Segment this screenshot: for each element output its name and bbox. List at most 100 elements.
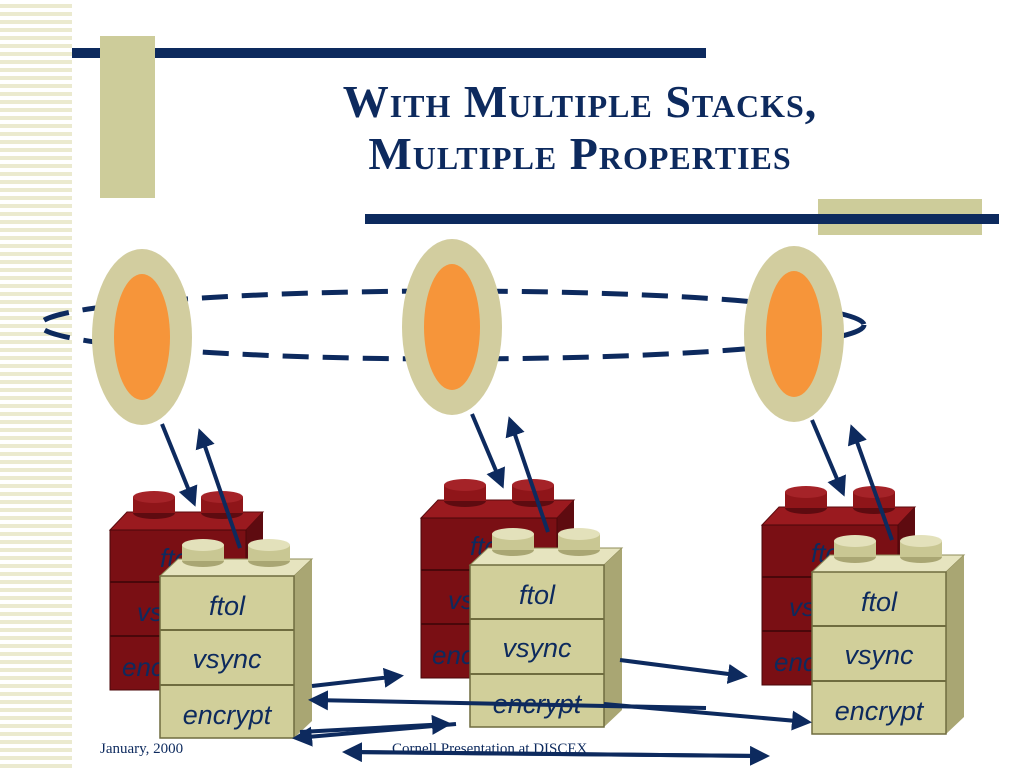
layer-label-vsync: vsync	[192, 644, 262, 674]
title-bottom-rule	[365, 214, 999, 224]
stripe	[0, 556, 72, 560]
slide-title-line-2: Multiple Properties	[368, 128, 792, 179]
stripe	[0, 220, 72, 224]
stripe	[0, 308, 72, 312]
stripe	[0, 124, 72, 128]
stripe	[0, 596, 72, 600]
stripe	[0, 300, 72, 304]
layer-label-ftol: ftol	[209, 591, 246, 621]
stripe	[0, 12, 72, 16]
stripe	[0, 612, 72, 616]
stripe	[0, 652, 72, 656]
stripe	[0, 364, 72, 368]
stripe	[0, 164, 72, 168]
stripe	[0, 356, 72, 360]
stripe	[0, 444, 72, 448]
left-stripe-band	[0, 4, 72, 768]
stripe	[0, 268, 72, 272]
stripe	[0, 244, 72, 248]
stripe	[0, 700, 72, 704]
stripe	[0, 724, 72, 728]
stripe	[0, 396, 72, 400]
stripe	[0, 532, 72, 536]
stripe	[0, 620, 72, 624]
stripe	[0, 228, 72, 232]
stripe	[0, 484, 72, 488]
slide-title: With Multiple Stacks, Multiple Propertie…	[190, 76, 970, 180]
stripe	[0, 4, 72, 8]
stripe	[0, 92, 72, 96]
stripe	[0, 52, 72, 56]
layer-label-vsync: vsync	[844, 640, 914, 670]
stripe	[0, 540, 72, 544]
stripe	[0, 276, 72, 280]
process-oval	[92, 249, 192, 425]
stripe	[0, 132, 72, 136]
layer-label-encrypt: encrypt	[835, 696, 925, 726]
stripe	[0, 76, 72, 80]
stripe	[0, 100, 72, 104]
stripe	[0, 756, 72, 760]
stripe	[0, 692, 72, 696]
stripe	[0, 492, 72, 496]
stripe	[0, 452, 72, 456]
stripe	[0, 188, 72, 192]
stripe	[0, 252, 72, 256]
stripe	[0, 28, 72, 32]
title-accent-block-left	[100, 36, 155, 198]
stripe	[0, 340, 72, 344]
stripe	[0, 116, 72, 120]
stripe	[0, 324, 72, 328]
stripe	[0, 628, 72, 632]
stripe	[0, 460, 72, 464]
stripe	[0, 740, 72, 744]
stripe	[0, 348, 72, 352]
stripe	[0, 604, 72, 608]
stripe	[0, 44, 72, 48]
stripe	[0, 420, 72, 424]
stripe	[0, 636, 72, 640]
slide-title-line-1: With Multiple Stacks,	[342, 76, 818, 127]
stripe	[0, 180, 72, 184]
process-oval	[402, 239, 502, 415]
layer-label-vsync: vsync	[502, 633, 572, 663]
stripe	[0, 156, 72, 160]
stripe	[0, 516, 72, 520]
stripe	[0, 212, 72, 216]
stripe	[0, 20, 72, 24]
stripe	[0, 284, 72, 288]
stripe	[0, 508, 72, 512]
layer-label-ftol: ftol	[861, 587, 898, 617]
process-oval	[744, 246, 844, 422]
stripe	[0, 148, 72, 152]
stripe	[0, 580, 72, 584]
front-stack-2: ftol vsync encrypt	[468, 528, 624, 728]
stripe	[0, 68, 72, 72]
stripe	[0, 524, 72, 528]
stripe	[0, 260, 72, 264]
stripe	[0, 204, 72, 208]
layer-label-ftol: ftol	[519, 580, 556, 610]
title-top-rule	[72, 48, 706, 58]
front-stack-1: ftol vsync encrypt	[158, 539, 314, 739]
stripe	[0, 764, 72, 768]
stripe	[0, 60, 72, 64]
stripe	[0, 716, 72, 720]
stripe	[0, 140, 72, 144]
stripe	[0, 684, 72, 688]
stripe	[0, 196, 72, 200]
oval-stack-arrows	[160, 413, 894, 549]
stripe	[0, 468, 72, 472]
stripe	[0, 572, 72, 576]
stripe	[0, 548, 72, 552]
stripe	[0, 316, 72, 320]
stripe	[0, 732, 72, 736]
stripe	[0, 500, 72, 504]
stripe	[0, 332, 72, 336]
footer-text: Cornell Presentation at DISCEX	[392, 741, 588, 757]
stripe	[0, 748, 72, 752]
stripe	[0, 380, 72, 384]
stripe	[0, 668, 72, 672]
